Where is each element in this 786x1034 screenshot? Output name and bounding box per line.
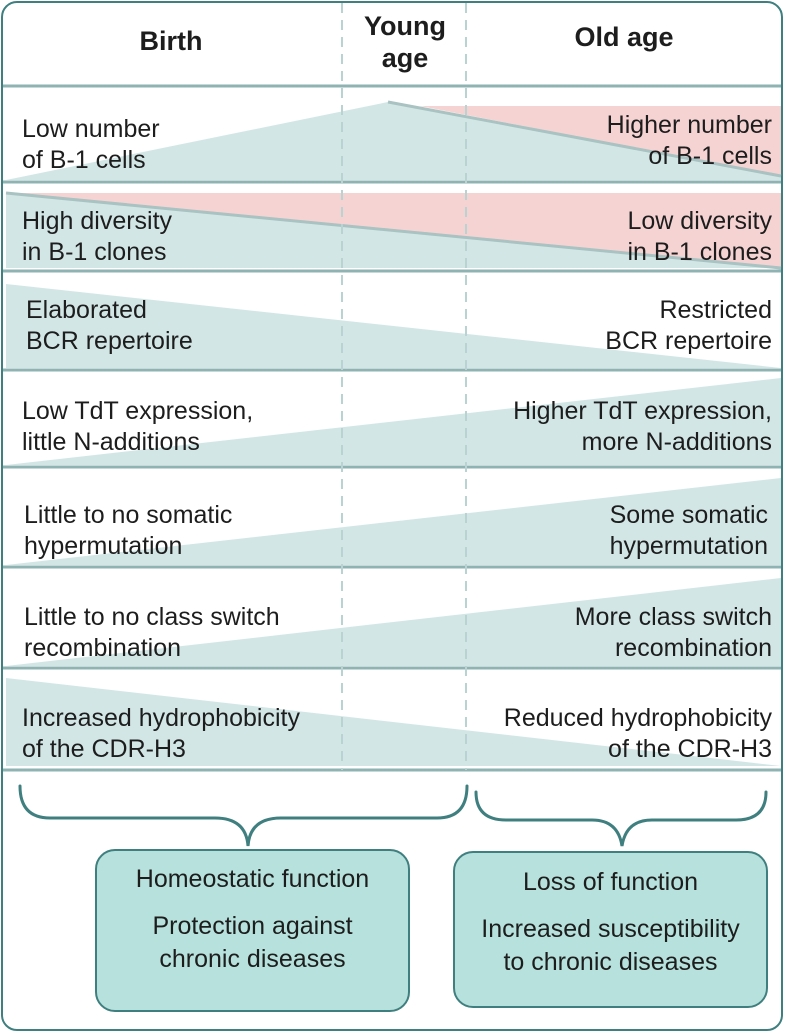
header-young-age: Young age <box>364 11 446 73</box>
row-3-right-label: Restricted BCR repertoire <box>605 296 772 355</box>
loss-of-function-detail: Increased susceptibility to chronic dise… <box>481 915 740 976</box>
homeostatic-function-detail: Protection against chronic diseases <box>152 912 353 973</box>
row-1-right-label: Higher number of B-1 cells <box>606 111 772 170</box>
loss-of-function-title: Loss of function <box>522 868 699 896</box>
row-6-right-label: More class switch recombination <box>574 603 772 662</box>
row-2-left-label: High diversity in B-1 clones <box>22 207 173 266</box>
loss-of-function-box: Loss of function Increased susceptibilit… <box>453 851 768 1008</box>
homeostatic-function-title: Homeostatic function <box>135 865 370 893</box>
row-6-left-label: Little to no class switch recombination <box>24 603 280 662</box>
row-6-teal-wedge <box>6 578 781 666</box>
header-birth: Birth <box>139 26 203 56</box>
row-1-teal-wedge <box>6 102 781 180</box>
row-5-left-label: Little to no somatic hypermutation <box>24 501 233 560</box>
row-3-left-label: Elaborated BCR repertoire <box>26 296 193 355</box>
row-5-right-label: Some somatic hypermutation <box>609 501 768 560</box>
row-1-shapes <box>3 100 782 184</box>
row-5-shapes <box>3 478 781 569</box>
row-5-teal-wedge <box>6 478 781 565</box>
row-2-trend-line <box>5 191 782 270</box>
row-7-shapes <box>3 678 781 772</box>
row-2-right-label: Low diversity in B-1 clones <box>627 207 772 266</box>
left-brace <box>18 784 469 847</box>
row-1-left-label: Low number of B-1 cells <box>22 115 160 174</box>
row-3-teal-wedge <box>6 284 781 368</box>
right-brace <box>474 790 768 847</box>
row-3-shapes <box>3 284 781 372</box>
row-4-left-label: Low TdT expression, little N-additions <box>22 397 254 456</box>
row-4-shapes <box>3 378 781 469</box>
header-old-age: Old age <box>574 22 674 52</box>
row-6-shapes <box>3 578 781 670</box>
row-4-right-label: Higher TdT expression, more N-additions <box>513 397 772 456</box>
row-7-left-label: Increased hydrophobicity of the CDR-H3 <box>22 704 300 763</box>
row-1-trend-line <box>387 100 782 178</box>
homeostatic-function-box: Homeostatic function Protection against … <box>95 849 410 1012</box>
row-2-shapes <box>3 191 782 273</box>
row-7-teal-wedge <box>6 678 781 766</box>
row-7-right-label: Reduced hydrophobicity of the CDR-H3 <box>503 704 772 763</box>
row-4-teal-wedge <box>6 378 781 465</box>
